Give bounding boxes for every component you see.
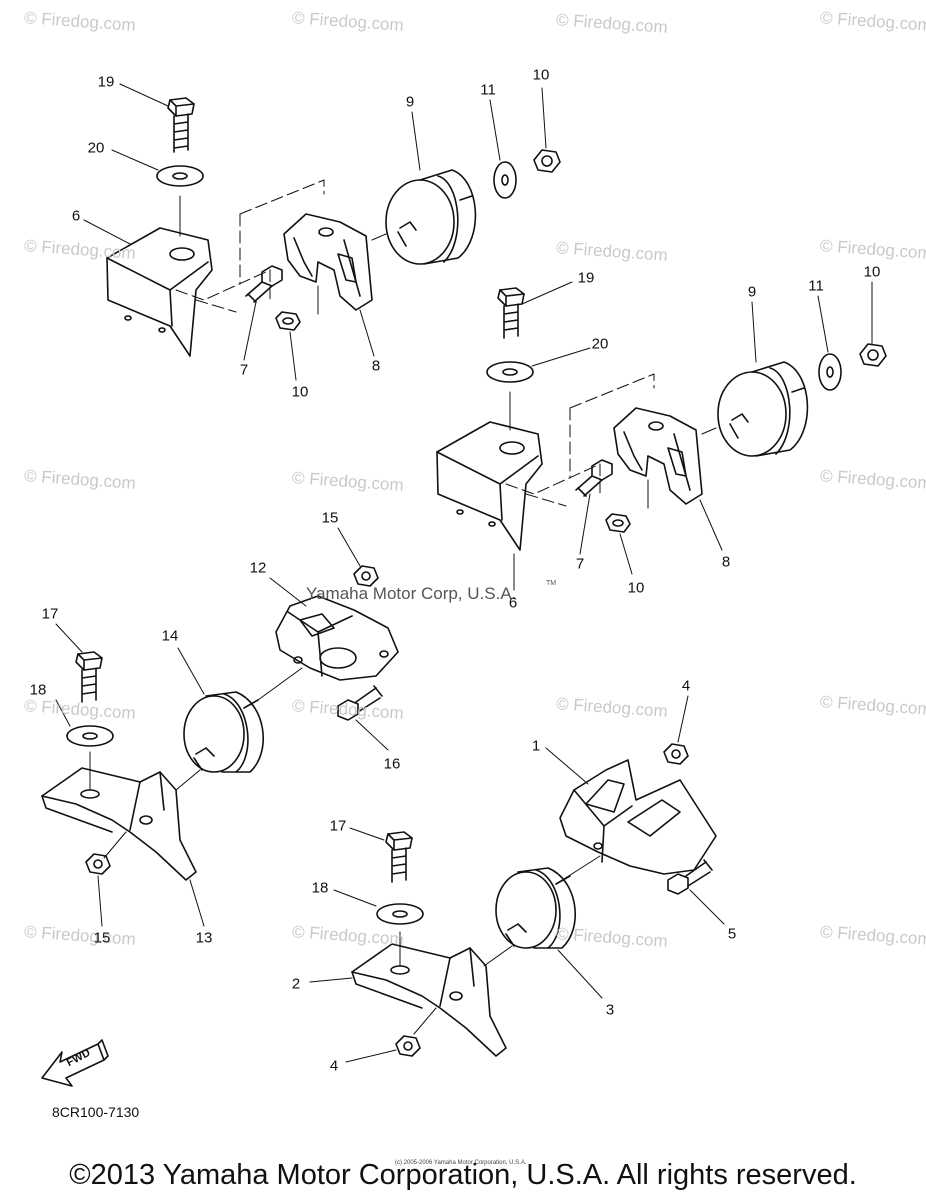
tiny-copyright-note: (c) 2005-2006 Yamaha Motor Corporation, …: [395, 1160, 527, 1166]
mount-rubber-3: [495, 867, 576, 949]
callout-4: 4: [329, 1057, 339, 1075]
callout-5: 5: [727, 925, 737, 943]
callout-6: 6: [508, 594, 518, 612]
leader-lines: [55, 83, 873, 1063]
callout-6: 6: [71, 207, 81, 225]
callout-7: 7: [575, 555, 585, 573]
washer-11-top-right: [818, 353, 842, 391]
nut-4-lower: [395, 1035, 421, 1057]
nut-15-lower-left: [85, 853, 111, 875]
nut-10-top-right-lower: [605, 513, 631, 533]
nut-10-top-left: [533, 149, 561, 173]
nut-15-middle: [353, 565, 379, 587]
callout-16: 16: [383, 755, 401, 773]
washer-20-top-right: [486, 361, 534, 383]
bracket-8-top-left: [283, 213, 373, 311]
fwd-arrow-icon: [41, 1039, 109, 1087]
washer-11-top-left: [493, 161, 517, 199]
nut-10-top-left-lower: [275, 311, 301, 331]
callout-4: 4: [681, 677, 691, 695]
center-trademark-text: Yamaha Motor Corp, U.S.A.: [306, 584, 517, 603]
callout-8: 8: [721, 553, 731, 571]
bracket-6-top-left: [106, 227, 213, 357]
callout-11: 11: [808, 277, 824, 295]
bolt-7-top-right: [575, 459, 613, 497]
washer-18-middle-left: [66, 725, 114, 747]
bracket-8-top-right: [613, 407, 703, 505]
callout-18: 18: [29, 681, 47, 699]
callout-9: 9: [747, 283, 757, 301]
callout-11: 11: [480, 81, 496, 99]
bolt-19-top-left: [167, 97, 195, 153]
washer-18-bottom: [376, 903, 424, 925]
callout-10: 10: [532, 66, 550, 84]
mount-rubber-9-top-left: [385, 169, 477, 265]
callout-1: 1: [531, 737, 541, 755]
callout-15: 15: [321, 509, 339, 527]
bracket-2: [351, 943, 507, 1057]
callout-17: 17: [329, 817, 347, 835]
mount-rubber-9-top-right: [717, 361, 809, 457]
tm-mark: TM: [546, 580, 557, 587]
nut-10-top-right: [859, 343, 887, 367]
callout-13: 13: [195, 929, 213, 947]
callout-10: 10: [863, 263, 881, 281]
bolt-5: [667, 859, 713, 895]
callout-20: 20: [87, 139, 105, 157]
bracket-1: [559, 759, 717, 875]
callout-19: 19: [97, 73, 115, 91]
mount-rubber-14: [183, 691, 264, 773]
copyright-footer: ©2013 Yamaha Motor Corporation, U.S.A. A…: [69, 1159, 857, 1191]
callout-2: 2: [291, 975, 301, 993]
nut-4-upper: [663, 743, 689, 765]
callout-17: 17: [41, 605, 59, 623]
diagram-code: 8CR100-7130: [52, 1104, 140, 1120]
callout-7: 7: [239, 361, 249, 379]
callout-3: 3: [605, 1001, 615, 1019]
bracket-6-top-right: [436, 421, 543, 551]
bolt-19-top-right: [497, 287, 525, 339]
bolt-17-bottom: [385, 831, 413, 883]
callout-12: 12: [249, 559, 267, 577]
callout-8: 8: [371, 357, 381, 375]
callout-9: 9: [405, 93, 415, 111]
callout-15: 15: [93, 929, 111, 947]
callout-19: 19: [577, 269, 595, 287]
callout-10: 10: [627, 579, 645, 597]
bracket-13: [41, 767, 197, 881]
bolt-17-middle-left: [75, 651, 103, 703]
callout-10: 10: [291, 383, 309, 401]
callout-18: 18: [311, 879, 329, 897]
bolt-7-top-left: [245, 265, 283, 303]
callout-14: 14: [161, 627, 179, 645]
washer-20-top-left: [156, 165, 204, 187]
callout-20: 20: [591, 335, 609, 353]
bracket-12: [275, 595, 399, 681]
bolt-16: [337, 685, 383, 721]
